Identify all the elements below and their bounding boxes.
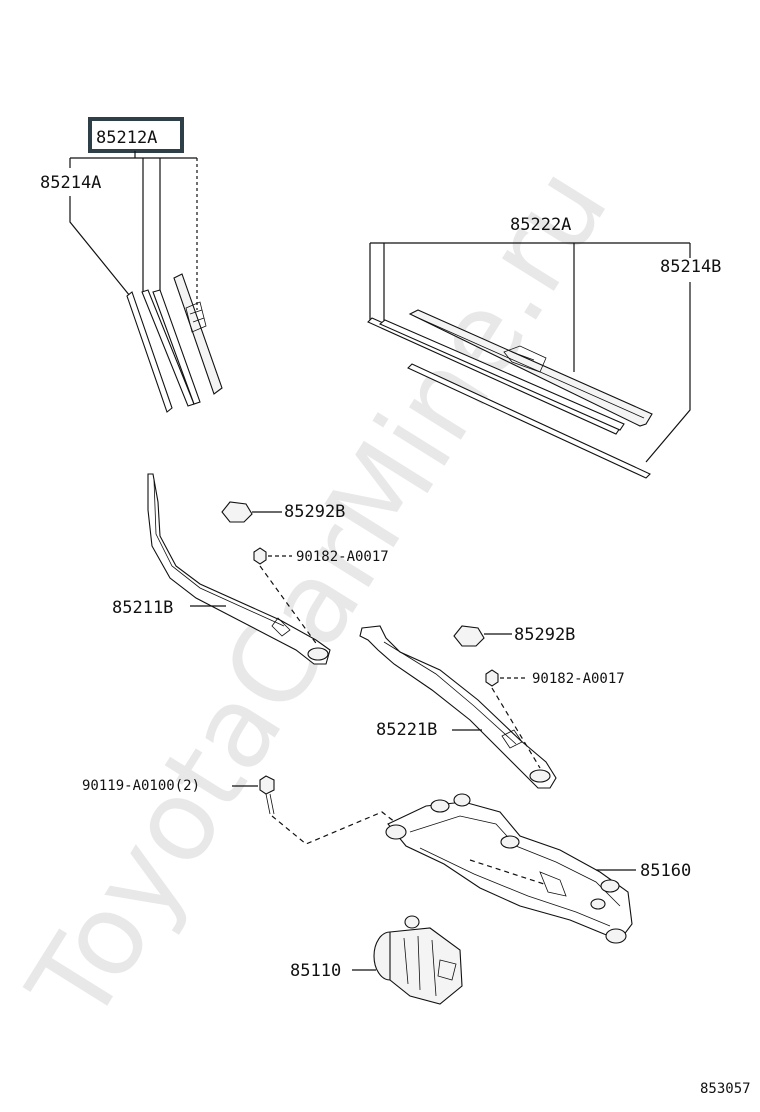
arm-cap-85292B-upper: 85292B xyxy=(221,501,345,523)
part-label-85221B[interactable]: 85221B xyxy=(376,720,437,740)
nut-90182-upper: 90182-A0017 xyxy=(253,547,389,647)
part-label-85222A[interactable]: 85222A xyxy=(510,215,571,235)
part-label-90182-upper[interactable]: 90182-A0017 xyxy=(296,549,389,565)
part-label-85160[interactable]: 85160 xyxy=(640,861,691,881)
part-label-90182-lower[interactable]: 90182-A0017 xyxy=(532,671,625,687)
part-label-85211B[interactable]: 85211B xyxy=(112,598,173,618)
part-label-85212A[interactable]: 85212A xyxy=(96,128,157,148)
part-label-85110[interactable]: 85110 xyxy=(290,961,341,981)
part-label-85214B[interactable]: 85214B xyxy=(660,257,721,277)
wiper-arm-85211B: 85211B xyxy=(112,473,331,665)
diagram-code: 853057 xyxy=(700,1081,751,1097)
part-label-85292B-lower[interactable]: 85292B xyxy=(514,625,575,645)
blade-assembly-85222A: 85222A 85214B xyxy=(367,215,721,479)
blade-assembly-85212A: 85212A 85214A xyxy=(40,117,223,413)
part-number-highlight-box xyxy=(88,117,184,153)
part-label-85214A[interactable]: 85214A xyxy=(40,173,101,193)
wiper-motor-85110: 85110 xyxy=(290,915,463,1005)
bolt-90119: 90119-A0100(2) xyxy=(82,775,401,845)
wiper-arm-85221B: 85221B xyxy=(359,625,557,789)
wiper-linkage-85160: 85160 xyxy=(385,793,691,944)
arm-cap-85292B-lower: 85292B xyxy=(453,625,575,647)
part-label-85292B-upper[interactable]: 85292B xyxy=(284,502,345,522)
nut-90182-lower: 90182-A0017 xyxy=(485,669,625,769)
part-label-90119[interactable]: 90119-A0100(2) xyxy=(82,778,200,794)
